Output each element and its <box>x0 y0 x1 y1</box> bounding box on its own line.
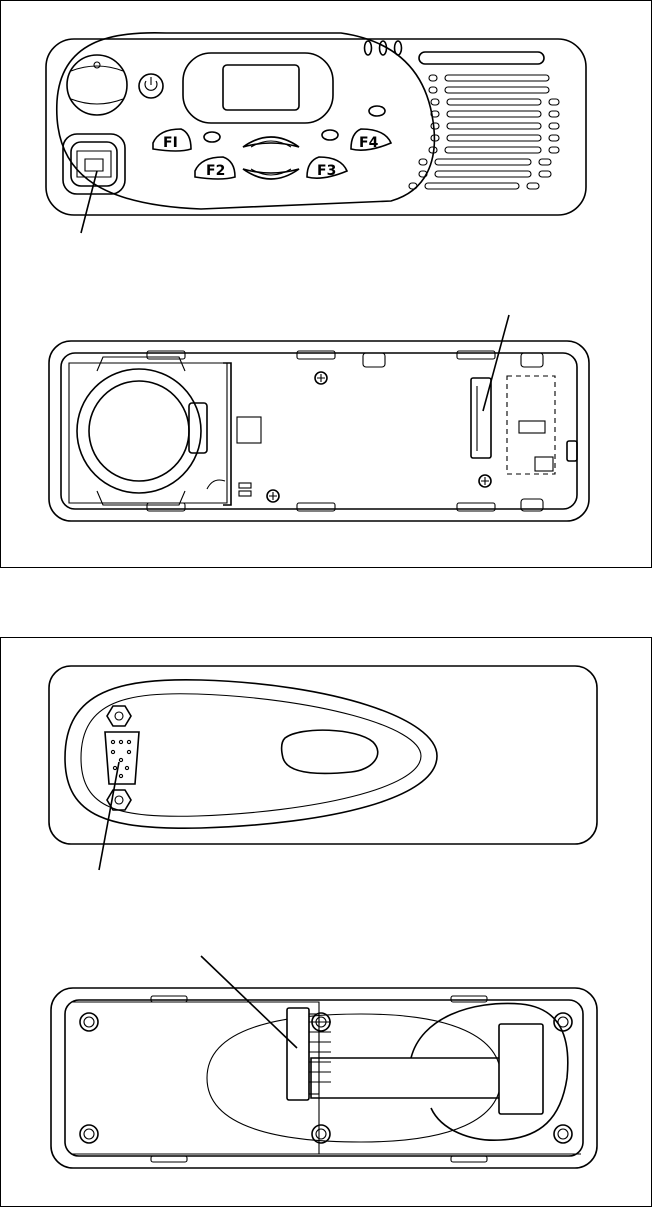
display-window <box>183 53 333 123</box>
inside-rear-oval <box>207 1014 501 1142</box>
pcb-component-square <box>237 417 261 443</box>
control-head-front-view: FI F2 F3 F4 <box>46 33 586 233</box>
rear-screw-bottom-left <box>80 1125 98 1143</box>
figure-panel-top: FI F2 F3 F4 <box>0 0 652 568</box>
rear-housing-outer-view <box>49 666 597 870</box>
status-led-slots <box>365 41 402 55</box>
control-head-inside-view <box>49 315 589 521</box>
leader-line-connector <box>483 315 509 411</box>
scroll-up-button <box>243 137 299 147</box>
ribbon-cable <box>311 1058 521 1098</box>
inside-rear-divider <box>71 1002 319 1154</box>
rear-screw-top-left <box>80 1013 98 1031</box>
scroll-down-button <box>243 169 299 179</box>
control-head-diagram: FI F2 F3 F4 <box>1 1 653 569</box>
option-board-chip <box>535 457 553 471</box>
function-key-f2-label: F2 <box>206 163 225 179</box>
ribbon-cable-clamp <box>499 1024 543 1114</box>
indicator-led-right <box>369 106 385 116</box>
function-key-f3: F3 <box>307 157 347 179</box>
indicator-led-left <box>204 132 220 142</box>
function-key-f2: F2 <box>195 157 235 179</box>
dsub-connector <box>105 732 139 784</box>
function-key-f3-label: F3 <box>317 163 336 179</box>
function-key-f4-label: F4 <box>359 135 379 151</box>
speaker-bay <box>69 363 227 503</box>
inside-housing-inner <box>61 353 577 509</box>
pcb-screw-right <box>479 475 491 487</box>
speaker-grille <box>409 52 559 189</box>
rear-housing-oval-outer <box>65 680 437 828</box>
indicator-led-mid <box>322 130 338 140</box>
pcb-screw-bottom <box>267 490 279 502</box>
speaker-cone <box>77 357 207 505</box>
rear-housing-inside-view <box>51 956 597 1168</box>
power-button-icon <box>139 74 163 98</box>
option-board-component <box>519 421 545 433</box>
circuit-board <box>207 363 261 505</box>
inside-housing-outer <box>49 341 589 521</box>
function-key-f1-label: FI <box>163 135 178 151</box>
ribbon-cable-loop <box>411 1003 568 1140</box>
dsub-hex-nut-top <box>107 706 131 726</box>
pin-header-connector <box>287 1008 331 1100</box>
option-board-area <box>507 376 555 474</box>
rear-housing-recess <box>282 730 378 773</box>
volume-knob <box>67 55 127 115</box>
rear-screw-bottom-right <box>554 1125 572 1143</box>
microphone-housing-diagram <box>1 638 653 1208</box>
function-key-f4: F4 <box>351 129 391 151</box>
function-key-f1: FI <box>153 129 191 151</box>
side-latch <box>567 441 577 461</box>
figure-panel-bottom <box>0 637 652 1207</box>
pcb-screw-top <box>315 372 327 384</box>
rear-housing-oval-inner <box>81 694 421 817</box>
